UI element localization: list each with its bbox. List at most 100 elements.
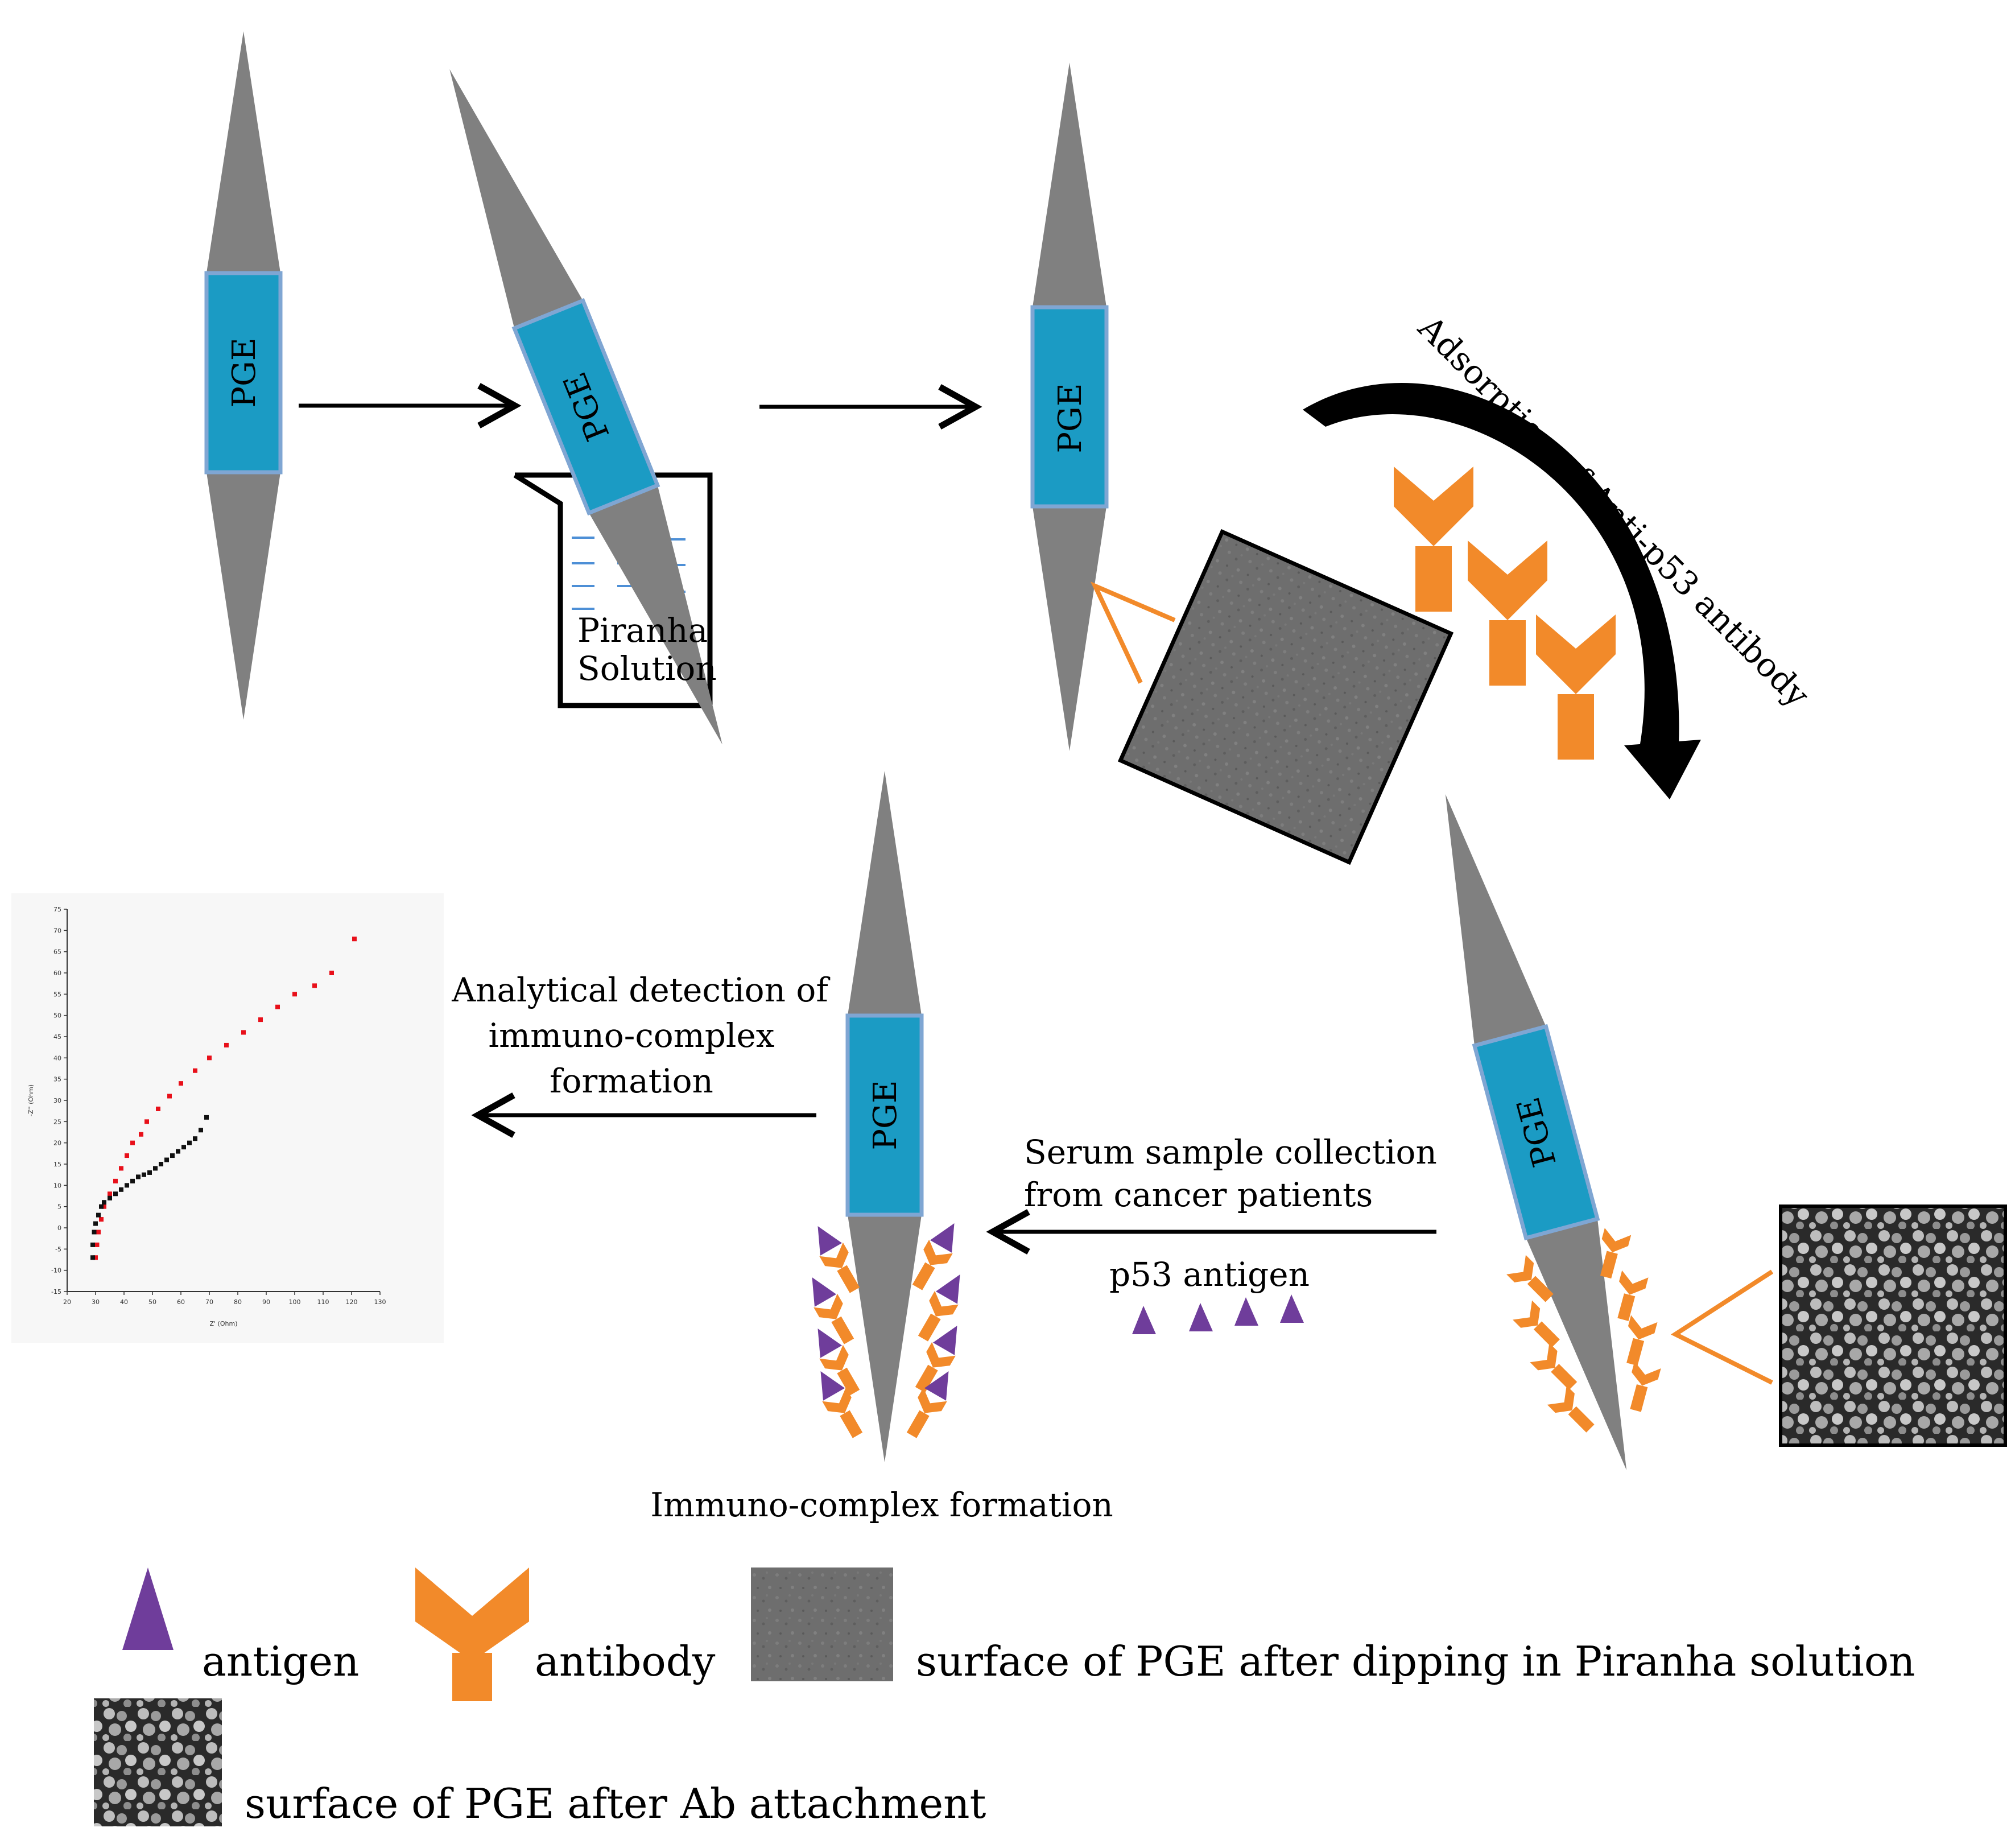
x-tick-label: 120 <box>346 1298 358 1306</box>
antigen-label: p53 antigen <box>1109 1255 1310 1294</box>
series-2-point <box>125 1183 129 1188</box>
beaker-label-line2: Solution <box>577 649 717 688</box>
electrode-1-tip-bottom <box>207 472 280 720</box>
legend: antigen antibody surface of PGE after di… <box>94 1568 1915 1828</box>
series-1-point <box>275 1004 280 1009</box>
y-tick-label: 60 <box>53 970 61 977</box>
y-tick-label: -15 <box>51 1288 61 1296</box>
y-tick-label: 50 <box>53 1012 61 1020</box>
electrode-2-pge-body <box>511 298 660 516</box>
plot-background <box>11 893 444 1343</box>
electrode-5-tip-bottom <box>848 1215 922 1462</box>
x-tick-label: 20 <box>63 1298 71 1306</box>
y-tick-label: 20 <box>53 1140 61 1147</box>
electrode-3-label: PGE <box>1052 383 1089 453</box>
series-2-point <box>193 1136 197 1141</box>
series-1-point <box>130 1140 135 1145</box>
x-tick-label: 100 <box>289 1298 301 1306</box>
y-tick-label: 65 <box>53 948 61 956</box>
plot-points <box>90 937 357 1260</box>
series-2-point <box>147 1170 152 1175</box>
electrode-4: PGE <box>1445 794 1661 1471</box>
x-tick-label: 70 <box>205 1298 213 1306</box>
series-1-point <box>258 1017 263 1022</box>
zoom-callout-2 <box>1670 1269 1774 1385</box>
legend-antibody-label: antibody <box>535 1637 716 1685</box>
plot-ylabel: -Z'' (Ohm) <box>27 1084 35 1116</box>
sem-image-antibody <box>1779 1204 2007 1447</box>
series-2-point <box>204 1115 209 1120</box>
series-2-point <box>187 1140 192 1145</box>
series-2-point <box>119 1187 123 1192</box>
series-1-point <box>144 1119 149 1124</box>
series-2-point <box>199 1128 203 1133</box>
legend-antigen-label: antigen <box>202 1637 359 1685</box>
plot-xlabel: Z' (Ohm) <box>210 1320 238 1327</box>
series-2-point <box>130 1178 135 1183</box>
series-1-point <box>94 1242 100 1247</box>
electrode-1-label: PGE <box>226 337 263 407</box>
electrode-5-complexes <box>812 1223 960 1438</box>
electrode-5-tip-top <box>848 771 922 1016</box>
series-2-point <box>181 1145 186 1150</box>
electrode-4-tip-top <box>1445 794 1546 1046</box>
sem-image-piranha <box>1117 529 1454 865</box>
legend-antigen-icon <box>122 1568 174 1650</box>
series-2-point <box>90 1255 95 1260</box>
y-tick-label: 15 <box>53 1161 61 1168</box>
beaker-outline <box>513 472 713 708</box>
series-2-point <box>108 1195 112 1201</box>
y-tick-label: 55 <box>53 991 61 998</box>
series-1-point <box>329 971 334 975</box>
x-tick-label: 60 <box>177 1298 185 1306</box>
series-2-point <box>93 1221 98 1226</box>
series-2-point <box>142 1172 146 1177</box>
electrode-4-pge-body <box>1472 1024 1600 1241</box>
electrode-1-tip-top <box>207 31 280 273</box>
series-2-point <box>102 1200 106 1205</box>
zoom-callout-1 <box>1090 581 1176 684</box>
x-tick-label: 50 <box>148 1298 156 1306</box>
y-tick-label: 25 <box>53 1118 61 1125</box>
serum-label-line2: from cancer patients <box>1024 1175 1373 1214</box>
series-1-point <box>139 1132 143 1137</box>
legend-antibody-icon <box>415 1568 529 1701</box>
electrode-4-antibodies <box>1506 1228 1661 1433</box>
x-tick-label: 40 <box>120 1298 128 1306</box>
free-antigens <box>1132 1294 1304 1334</box>
series-2-point <box>136 1174 141 1179</box>
y-tick-label: 40 <box>53 1054 61 1062</box>
series-1-point <box>241 1030 246 1035</box>
electrode-3-tip-bottom <box>1033 506 1106 751</box>
series-2-point <box>159 1162 163 1166</box>
series-1-point <box>224 1042 229 1047</box>
series-1-point <box>108 1191 112 1197</box>
series-1-point <box>102 1204 106 1209</box>
y-tick-label: 30 <box>53 1097 61 1104</box>
series-2-point <box>99 1204 104 1209</box>
series-1-point <box>352 937 357 942</box>
y-tick-label: -5 <box>55 1245 61 1253</box>
analytical-label-line3: formation <box>550 1062 713 1100</box>
electrode-5-pge-body <box>845 1013 924 1217</box>
series-2-point <box>90 1242 95 1247</box>
electrode-1: PGE <box>204 31 283 720</box>
floating-antibodies <box>1394 467 1616 760</box>
y-tick-label: 45 <box>53 1033 61 1041</box>
series-1-point <box>312 983 317 988</box>
immuno-complex-label: Immuno-complex formation <box>650 1486 1113 1524</box>
series-2-point <box>176 1149 180 1154</box>
analytical-label-line1: Analytical detection of <box>451 971 830 1009</box>
y-tick-label: 70 <box>53 927 61 934</box>
series-1-point <box>119 1166 123 1171</box>
series-2-point <box>113 1191 118 1197</box>
series-1-point <box>93 1255 98 1260</box>
series-1-point <box>96 1230 101 1235</box>
series-1-point <box>125 1153 129 1158</box>
x-tick-label: 90 <box>262 1298 270 1306</box>
series-1-point <box>179 1081 183 1086</box>
